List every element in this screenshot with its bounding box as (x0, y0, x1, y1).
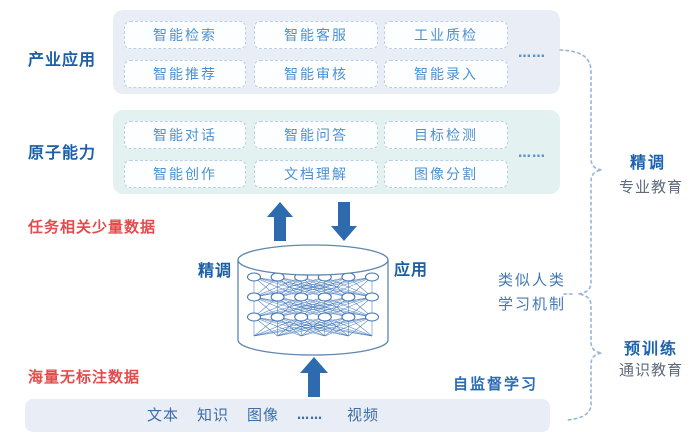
apply-cylinder-label: 应用 (394, 260, 429, 279)
chip-smart-entry: 智能录入 (384, 60, 508, 88)
modality-knowledge: 知识 (197, 406, 230, 424)
chip-smart-qa: 智能问答 (254, 121, 378, 149)
arrow-up-icon (267, 202, 293, 241)
modality-video: 视频 (347, 406, 380, 424)
chip-smart-dialogue: 智能对话 (124, 121, 246, 149)
industry-ellipsis: …… (518, 46, 546, 61)
network-layer (247, 272, 379, 337)
chip-smart-creation: 智能创作 (124, 160, 246, 188)
arrow-down-icon (331, 202, 357, 241)
chip-smart-customer-service: 智能客服 (254, 21, 378, 49)
chip-smart-review: 智能审核 (254, 60, 378, 88)
modality-ellipsis: …… (297, 408, 323, 422)
human-like-learning-line1: 类似人类 (498, 271, 567, 289)
task-related-small-data-label: 任务相关少量数据 (28, 218, 157, 236)
pretrained-model-cylinder (237, 244, 389, 356)
atomic-capability-label: 原子能力 (28, 143, 97, 162)
human-like-learning-line2: 学习机制 (498, 295, 567, 313)
industry-applications-label: 产业应用 (28, 50, 97, 69)
modality-image: 图像 (247, 406, 280, 424)
atomic-ellipsis: …… (518, 146, 546, 161)
chip-image-segmentation: 图像分割 (384, 160, 508, 188)
finetune-right-title: 精调 (630, 153, 667, 172)
finetune-right-subtitle: 专业教育 (619, 178, 684, 196)
brace-path (559, 49, 603, 421)
right-brace (559, 49, 603, 421)
pretrain-right-title: 预训练 (624, 339, 679, 358)
finetune-apply-arrows (267, 202, 357, 241)
chip-industrial-inspection: 工业质检 (384, 21, 508, 49)
data-modality-bar: 文本 知识 图像 …… 视频 (25, 399, 550, 432)
self-supervised-learning-label: 自监督学习 (453, 375, 539, 393)
arrow-up-icon (300, 357, 328, 397)
finetune-cylinder-label: 精调 (198, 261, 233, 280)
pretrain-arrow (300, 357, 328, 397)
chip-smart-search: 智能检索 (124, 21, 246, 49)
chip-document-understanding: 文档理解 (254, 160, 378, 188)
chip-object-detection: 目标检测 (384, 121, 508, 149)
industry-applications-panel: 智能检索 智能客服 工业质检 智能推荐 智能审核 智能录入 …… (113, 10, 560, 94)
atomic-capability-panel: 智能对话 智能问答 目标检测 智能创作 文档理解 图像分割 …… (113, 110, 560, 194)
chip-smart-recommendation: 智能推荐 (124, 60, 246, 88)
modality-text: 文本 (147, 406, 180, 424)
pretrain-right-subtitle: 通识教育 (619, 361, 684, 379)
massive-unlabeled-data-label: 海量无标注数据 (28, 368, 141, 386)
